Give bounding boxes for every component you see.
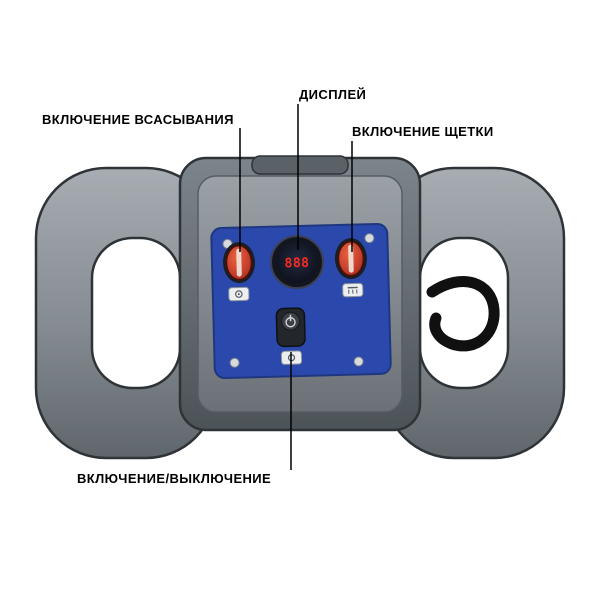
power-switch (275, 307, 306, 348)
label-power: ВКЛЮЧЕНИЕ/ВЫКЛЮЧЕНИЕ (77, 471, 272, 486)
panel-screws (222, 233, 375, 368)
brush-icon (342, 282, 364, 298)
suction-knob (222, 242, 256, 284)
hook (426, 276, 500, 352)
power-icon (285, 314, 296, 328)
screw (353, 356, 364, 367)
label-suction: ВКЛЮЧЕНИЕ ВСАСЫВАНИЯ (42, 112, 234, 127)
screw (229, 357, 240, 368)
display-digits: 888 (284, 256, 309, 272)
label-brush: ВКЛЮЧЕНИЕ ЩЕТКИ (352, 124, 494, 139)
display-screen: 888 (270, 235, 325, 290)
brush-knob (334, 238, 367, 280)
screw (364, 233, 375, 244)
fan-icon (228, 286, 250, 302)
console-top-tab (251, 155, 349, 175)
label-display: ДИСПЛЕЙ (299, 87, 367, 102)
